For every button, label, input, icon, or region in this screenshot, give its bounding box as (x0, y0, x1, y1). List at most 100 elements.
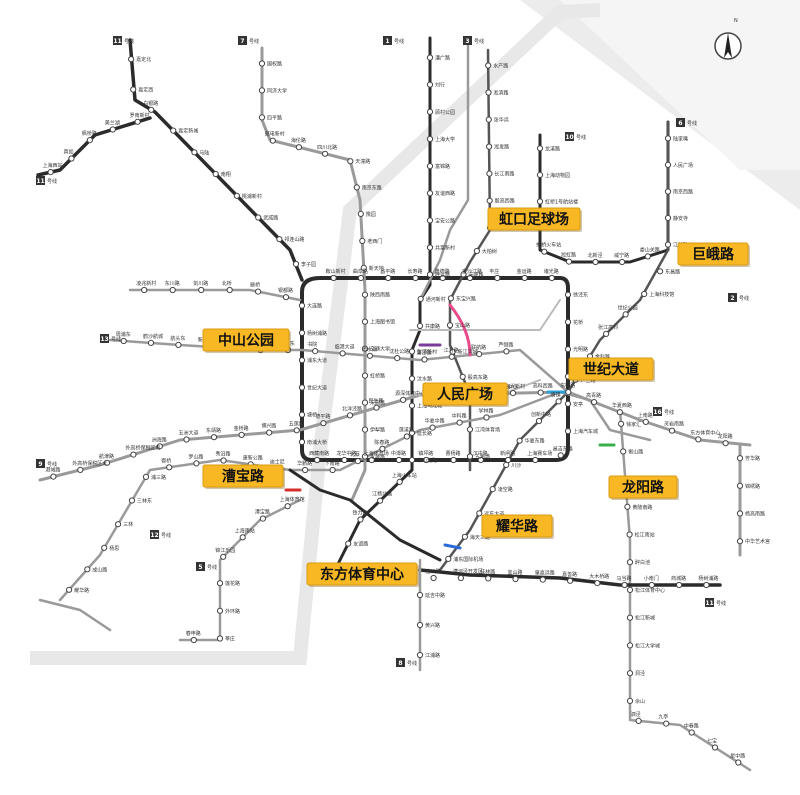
station-label: 九亭 (658, 714, 668, 721)
line-tag-number: 7 (240, 38, 244, 45)
line-tag-number: 11 (36, 178, 44, 185)
callout-shiji: 世纪大道 (568, 357, 655, 382)
station-dot (109, 126, 116, 133)
station-dot (377, 497, 384, 504)
line-tag-number: 11 (113, 38, 121, 45)
station-dot (258, 60, 266, 67)
station-dot (220, 553, 227, 560)
station-label: 浦江镇 (417, 350, 432, 357)
station-label: 嘉定北 (136, 56, 151, 63)
station-label: 华夏东路 (525, 438, 545, 445)
line-tag-number: 13 (100, 336, 108, 343)
station-label: 三林 (123, 521, 133, 528)
station-dot (130, 86, 137, 93)
line-tag-number: 2 (730, 295, 734, 302)
station-dot (486, 197, 493, 204)
station-label: 联航路 (471, 344, 486, 351)
station-label: 陆家嘴 (673, 135, 688, 142)
station-dot (212, 170, 219, 178)
line-tag-text: 号线 (576, 134, 586, 141)
station-dot (489, 486, 496, 493)
station-dot (664, 241, 672, 248)
station-dot (361, 372, 369, 379)
station-dot (269, 137, 276, 144)
station-label: 虹桥路 (370, 373, 385, 380)
station-dot (175, 341, 182, 348)
station-label: 东昌路 (665, 268, 680, 275)
station-label: 星中路 (730, 753, 745, 760)
station-label: 康新公路 (243, 454, 263, 461)
station-dot (536, 145, 544, 152)
station-label: 水产路 (493, 63, 508, 70)
callout-hongkou: 虹口足球场 (487, 207, 582, 232)
station-dot (503, 348, 510, 355)
station-label: 淞滨路 (494, 90, 509, 97)
station-label: 书院 (307, 341, 317, 348)
station-dot (644, 253, 651, 260)
line-tag-number: 3 (465, 38, 469, 45)
station-label: 上海大学 (435, 136, 455, 143)
station-dot (394, 355, 401, 362)
station-label: 中科路 (452, 413, 467, 420)
station-label: 曲阜路 (353, 268, 368, 275)
station-dot (426, 217, 434, 224)
station-dot (361, 399, 369, 406)
station-dot (537, 389, 544, 396)
station-dot (626, 614, 634, 621)
station-dot (361, 291, 369, 298)
station-dot (476, 510, 483, 517)
station-label: 芦恒路 (498, 341, 513, 348)
station-dot (423, 456, 430, 464)
station-label: 人民广场 (673, 162, 693, 169)
station-label: 港城路 (45, 467, 60, 474)
station-label: 华鹏路 (297, 460, 312, 467)
station-dot (361, 318, 369, 325)
station-label: 外环路 (225, 608, 240, 615)
station-dot (565, 258, 573, 265)
line-tag-number: 6 (678, 120, 682, 127)
station-dot (322, 150, 329, 157)
station-label: 上海汽车城 (573, 428, 598, 435)
callout-label: 人民广场 (437, 386, 493, 403)
station-label: 龙华中路 (336, 450, 356, 457)
station-label: 长寿路 (408, 268, 423, 275)
station-label: 东方体育中心 (690, 429, 720, 436)
station-label: 宝安公路 (435, 217, 455, 224)
station-label: 航津路 (99, 453, 114, 460)
station-dot (663, 720, 670, 727)
line-tag-text: 号线 (249, 38, 259, 45)
line-10 (328, 36, 432, 582)
station-dot (619, 258, 626, 266)
station-dot (477, 456, 484, 464)
station-dot (346, 412, 354, 419)
station-dot (298, 411, 306, 418)
station-dot (379, 445, 386, 452)
station-label: 张华浜 (494, 117, 509, 124)
station-label: 洞泾 (635, 670, 645, 677)
line-tag-text: 号线 (664, 409, 674, 416)
station-dot (47, 169, 54, 176)
callout-dongfang: 东方体育中心 (306, 562, 419, 587)
station-label: 凌空路 (498, 486, 513, 493)
station-dot (536, 198, 544, 205)
station-dot (298, 302, 306, 309)
station-label: 杨树浦路 (307, 330, 327, 337)
station-label: 上海体育馆 (280, 496, 305, 503)
station-label: 桂林路 (480, 568, 495, 575)
callout-label: 龙阳路 (621, 479, 665, 496)
station-label: 醉白池 (635, 559, 650, 566)
station-label: 漕宝路 (255, 509, 270, 516)
compass-icon: N (714, 18, 742, 60)
station-dot (426, 81, 434, 88)
station-label: 北洋泾路 (342, 405, 362, 412)
station-dot (618, 420, 625, 427)
station-label: 松江大学城 (635, 642, 660, 649)
station-label: 七宝 (707, 738, 717, 745)
station-label: 泗泾 (631, 711, 641, 718)
station-dot (330, 274, 337, 282)
station-dot (416, 591, 424, 599)
